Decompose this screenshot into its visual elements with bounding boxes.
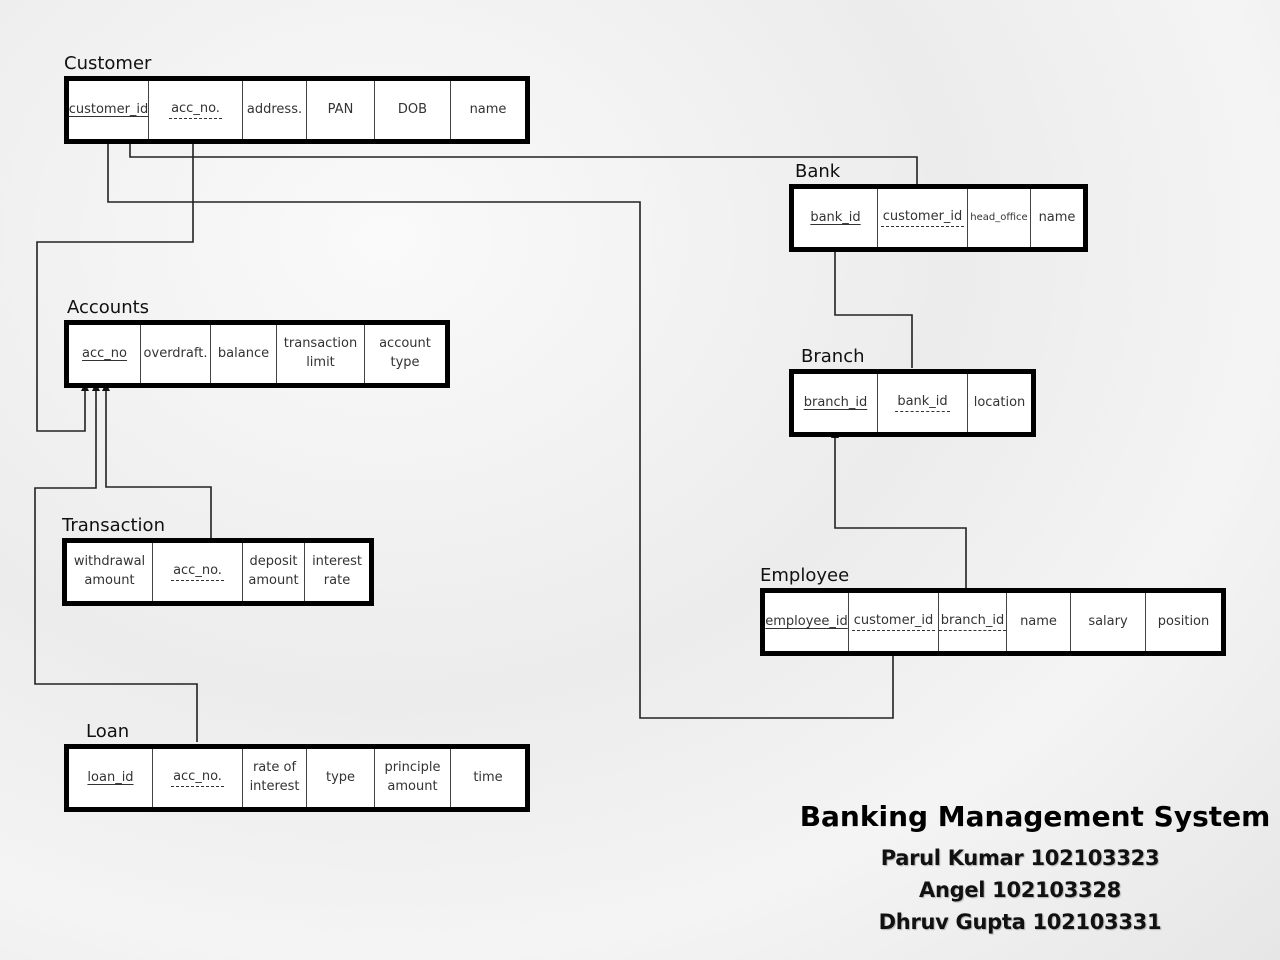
entity-title: Loan xyxy=(86,721,130,742)
attribute-label: PAN xyxy=(327,101,354,117)
attribute-cell: address. xyxy=(243,81,307,139)
entity-table: loan_id acc_no. rate of interest type pr… xyxy=(64,744,530,812)
attribute-label: name xyxy=(469,101,507,117)
attribute-cell: principle amount xyxy=(375,749,451,807)
attribute-cell: position xyxy=(1146,593,1221,651)
attribute-cell: acc_no xyxy=(69,325,141,383)
attribute-cell: acc_no. xyxy=(149,81,243,139)
attribute-label: bank_id xyxy=(810,209,861,225)
link-employee-branch xyxy=(831,430,967,588)
attribute-label: balance xyxy=(217,345,270,361)
attribute-label: head_office xyxy=(970,211,1028,223)
entity-title: Branch xyxy=(801,346,865,367)
attribute-cell: branch_id xyxy=(794,374,878,432)
attribute-label: principle amount xyxy=(384,760,441,794)
entity-title: Employee xyxy=(760,565,850,586)
attribute-cell: balance xyxy=(211,325,277,383)
attribute-label: customer_id xyxy=(880,209,965,227)
attribute-label: salary xyxy=(1088,613,1128,629)
attribute-label: customer_id xyxy=(68,101,149,117)
attribute-label: name xyxy=(1020,613,1057,629)
attribute-label: customer_id xyxy=(851,613,936,631)
entity-title: Customer xyxy=(64,53,152,74)
attribute-label: name xyxy=(1038,209,1076,225)
attribute-cell: head_office xyxy=(968,189,1031,247)
attribute-label: overdraft. xyxy=(143,345,208,361)
attribute-cell: customer_id xyxy=(69,81,149,139)
attribute-cell: customer_id xyxy=(878,189,968,247)
link-customer-accounts xyxy=(36,143,194,432)
author-line: Dhruv Gupta 102103331 xyxy=(878,910,1162,934)
attribute-cell: acc_no. xyxy=(153,543,243,601)
entity-table: withdrawal amount acc_no. deposit amount… xyxy=(62,538,374,606)
entity-table: branch_id bank_id location xyxy=(789,369,1036,437)
attribute-cell: salary xyxy=(1071,593,1146,651)
attribute-label: bank_id xyxy=(895,394,950,412)
attribute-label: deposit amount xyxy=(248,554,299,588)
link-loan-accounts xyxy=(34,383,198,742)
attribute-cell: name xyxy=(1007,593,1071,651)
attribute-label: acc_no xyxy=(82,345,127,361)
attribute-label: rate of interest xyxy=(249,760,300,794)
attribute-cell: bank_id xyxy=(794,189,878,247)
attribute-label: account type xyxy=(379,336,431,370)
entity-table: bank_id customer_id head_office name xyxy=(789,184,1088,252)
link-employee-customer xyxy=(104,136,894,719)
diagram-title: Banking Management System xyxy=(799,800,1271,833)
link-transaction-accounts xyxy=(102,383,212,538)
entity-title: Accounts xyxy=(67,297,150,318)
attribute-cell: branch_id xyxy=(938,593,1007,651)
attribute-cell: customer_id xyxy=(849,593,939,651)
attribute-label: loan_id xyxy=(87,769,134,785)
entity-table: employee_id customer_id branch_id name s… xyxy=(760,588,1226,656)
attribute-label: withdrawal amount xyxy=(73,554,146,588)
attribute-cell: transaction limit xyxy=(277,325,365,383)
attribute-cell: interest rate xyxy=(305,543,369,601)
attribute-label: position xyxy=(1157,613,1210,629)
entity-table: acc_no overdraft. balance transaction li… xyxy=(64,320,450,388)
attribute-label: acc_no. xyxy=(171,769,224,787)
link-bank-customer xyxy=(126,136,918,185)
attribute-cell: DOB xyxy=(375,81,451,139)
attribute-label: interest rate xyxy=(312,554,362,588)
link-branch-bank xyxy=(831,244,913,368)
attribute-label: transaction limit xyxy=(283,336,358,370)
attribute-label: DOB xyxy=(397,101,428,117)
attribute-cell: name xyxy=(451,81,525,139)
attribute-cell: bank_id xyxy=(878,374,968,432)
attribute-cell: acc_no. xyxy=(153,749,243,807)
entity-title: Bank xyxy=(795,161,841,182)
attribute-label: time xyxy=(473,769,503,785)
attribute-cell: PAN xyxy=(307,81,375,139)
attribute-label: acc_no. xyxy=(169,101,222,119)
attribute-label: branch_id xyxy=(803,394,868,410)
attribute-cell: rate of interest xyxy=(243,749,307,807)
attribute-cell: time xyxy=(451,749,525,807)
attribute-cell: loan_id xyxy=(69,749,153,807)
attribute-label: branch_id xyxy=(938,613,1007,631)
attribute-label: type xyxy=(325,769,356,785)
attribute-cell: name xyxy=(1031,189,1083,247)
attribute-cell: type xyxy=(307,749,375,807)
entity-title: Transaction xyxy=(62,515,165,536)
attribute-label: address. xyxy=(246,101,303,117)
attribute-cell: deposit amount xyxy=(243,543,305,601)
entity-table: customer_id acc_no. address. PAN DOB nam… xyxy=(64,76,530,144)
attribute-cell: withdrawal amount xyxy=(67,543,153,601)
author-line: Angel 102103328 xyxy=(919,878,1121,902)
attribute-label: location xyxy=(973,394,1026,410)
attribute-cell: location xyxy=(968,374,1031,432)
attribute-label: employee_id xyxy=(765,613,848,629)
author-line: Parul Kumar 102103323 xyxy=(880,846,1160,870)
attribute-cell: employee_id xyxy=(765,593,849,651)
attribute-cell: overdraft. xyxy=(141,325,211,383)
attribute-cell: account type xyxy=(365,325,445,383)
attribute-label: acc_no. xyxy=(171,563,224,581)
